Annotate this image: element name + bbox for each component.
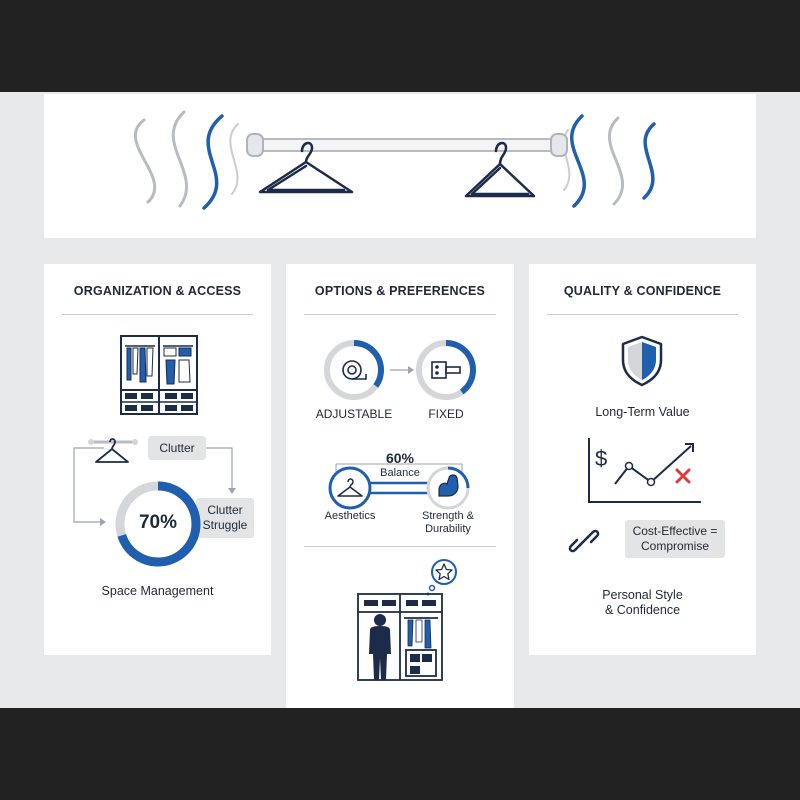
chain-link-icon bbox=[568, 529, 600, 553]
aesthetics-label: Aesthetics bbox=[324, 510, 376, 522]
hanger-icon-right bbox=[464, 141, 536, 198]
organization-title: ORGANIZATION & ACCESS bbox=[73, 284, 242, 298]
red-x-icon bbox=[675, 468, 691, 484]
motion-swoosh-icon-left bbox=[134, 110, 239, 210]
space-donut-arc bbox=[115, 481, 201, 567]
strength-durability-label: Strength & Durability bbox=[422, 510, 474, 535]
options-divider-bottom bbox=[304, 546, 496, 547]
fixed-bracket-icon bbox=[431, 361, 461, 379]
banner bbox=[44, 94, 756, 238]
cost-effective-chip: Cost-Effective = Compromise bbox=[625, 520, 725, 558]
clutter-chip: Clutter bbox=[148, 436, 206, 460]
quality-title: QUALITY & CONFIDENCE bbox=[563, 284, 722, 298]
balance-caption: Balance bbox=[380, 467, 420, 479]
hanger-icon bbox=[88, 438, 138, 463]
banner-illustration bbox=[134, 110, 656, 210]
organization-panel: ORGANIZATION & ACCESS bbox=[44, 264, 271, 655]
options-panel: OPTIONS & PREFERENCES ADJUSTABLE FIXED 6… bbox=[286, 264, 514, 708]
clutter-struggle-chip: Clutter Struggle bbox=[196, 498, 254, 538]
svg-text:$: $ bbox=[595, 446, 607, 471]
dollar-trend-chart-icon: $ bbox=[588, 438, 701, 503]
organization-divider bbox=[62, 314, 253, 315]
balance-scale bbox=[328, 463, 470, 510]
closet-rod-icon bbox=[246, 133, 568, 157]
personal-style-label: Personal Style & Confidence bbox=[602, 588, 683, 617]
options-divider-top bbox=[304, 314, 496, 315]
adjustable-to-fixed-arrow bbox=[390, 366, 414, 374]
fixed-label: FIXED bbox=[428, 407, 464, 421]
hanger-icon-left bbox=[258, 141, 354, 194]
clutter-flow-arrows bbox=[73, 447, 236, 526]
space-management-label: Space Management bbox=[101, 584, 214, 598]
hanger-icon bbox=[337, 478, 363, 497]
space-donut-value: 70% bbox=[138, 512, 178, 533]
motion-swoosh-icon-right bbox=[562, 114, 656, 208]
space-donut-chart bbox=[115, 481, 201, 567]
adjustable-label: ADJUSTABLE bbox=[315, 407, 393, 421]
quality-divider bbox=[547, 314, 738, 315]
options-title: OPTIONS & PREFERENCES bbox=[314, 284, 486, 298]
person-at-closet-icon bbox=[357, 559, 457, 681]
fixed-ring-arc bbox=[416, 340, 476, 400]
fixed-ring bbox=[416, 340, 476, 400]
long-term-value-label: Long-Term Value bbox=[595, 405, 690, 419]
tape-measure-icon bbox=[342, 360, 367, 380]
adjustable-ring bbox=[324, 340, 384, 400]
shield-icon bbox=[621, 335, 663, 387]
flexed-arm-icon bbox=[438, 474, 459, 497]
balance-value: 60% bbox=[385, 450, 415, 466]
wardrobe-icon bbox=[120, 335, 198, 415]
quality-panel: QUALITY & CONFIDENCE Long-Term Value $ C… bbox=[529, 264, 756, 655]
star-thought-icon bbox=[426, 559, 457, 596]
adjustable-ring-arc bbox=[324, 340, 384, 400]
person-silhouette bbox=[369, 614, 391, 680]
